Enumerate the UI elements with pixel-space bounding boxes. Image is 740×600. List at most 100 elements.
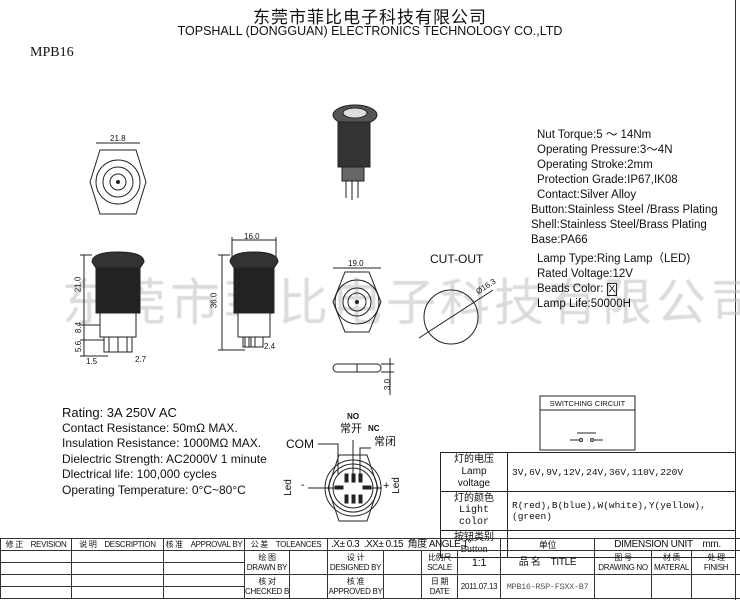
pin-com-label: COM <box>286 437 314 451</box>
label-en: DATE <box>429 586 450 596</box>
finish-value <box>691 574 740 599</box>
approval-cell <box>163 586 245 599</box>
revision-cell <box>0 586 72 599</box>
plus-sign: + <box>383 480 390 492</box>
cutout-label: CUT-OUT <box>430 252 484 266</box>
spec-lamp-type: Lamp Type:Ring Lamp（LED) <box>537 253 691 265</box>
spec-base: Base:PA66 <box>531 234 588 246</box>
description-cell <box>71 550 164 563</box>
beads-color-box: X <box>606 283 618 296</box>
electrical-life: Dlectrical life: 100,000 cycles <box>62 467 217 481</box>
product-render <box>332 104 378 200</box>
title-value: MPB16-R5P-FSXX-B7 <box>500 574 596 599</box>
led-minus-label: Led <box>282 479 294 496</box>
xx-tolerance: .XX± 0.15 <box>363 538 404 550</box>
label-cn: 材 质 <box>662 552 681 562</box>
label-cn: 灯的电压 <box>454 454 494 465</box>
label-cn: 核 准 <box>346 576 365 586</box>
label-cn: 处 理 <box>707 552 725 562</box>
label-cn: 灯的颜色 <box>454 493 494 504</box>
spec-protection-grade: Protection Grade:IP67,IK08 <box>537 174 678 186</box>
label-en: TITLE <box>550 556 577 568</box>
tolerances-header: 公 差 TOLEANCES <box>243 538 329 551</box>
drawn-by-value <box>288 550 329 575</box>
designed-by-value <box>383 550 423 575</box>
label-en: APPROVED BY <box>328 586 383 596</box>
material-value <box>651 574 693 599</box>
label-cn: 按钮类别 <box>454 532 494 543</box>
dim-body-width: 16.0 <box>244 232 260 241</box>
side-view <box>80 251 145 357</box>
dielectric-strength: Dielectric Strength: AC2000V 1 minute <box>62 451 267 466</box>
label-cn: 图 号 <box>614 552 632 562</box>
rating: Rating: 3A 250V AC <box>62 405 177 420</box>
description-header: 说 明 DESCRIPTION <box>71 538 164 551</box>
pin-no-label: NO <box>347 412 359 421</box>
cutout-circle <box>418 289 494 345</box>
dim-pin-length: 5.6 <box>74 340 84 353</box>
dim-top-width: 21.8 <box>110 134 126 143</box>
spec-contact: Contact:Silver Alloy <box>537 189 637 201</box>
revision-header: 修 正 REVISION <box>0 538 72 551</box>
checked-by-value <box>288 574 329 599</box>
description-cell <box>71 574 164 587</box>
insulation-resistance: Insulation Resistance: 1000MΩ MAX. <box>62 436 262 450</box>
spec-beads-color: Beads Color: X <box>537 282 718 297</box>
lamp-voltage-value: 3V,6V,9V,12V,24V,36V,110V,220V <box>507 452 736 492</box>
minus-sign: - <box>301 479 305 491</box>
contact-resistance: Contact Resistance: 50mΩ MAX. <box>62 420 238 435</box>
label-en: DRAWING NO <box>598 562 648 572</box>
label-cn: 绘 图 <box>258 552 276 562</box>
company-name-cn: 东莞市菲比电子科技有限公司 <box>253 8 487 28</box>
dim-pin-offset: 2.7 <box>135 355 147 364</box>
label-en: DRAWN BY <box>246 562 288 572</box>
spec-lamp-life: Lamp Life:50000H <box>537 298 631 310</box>
description-cell <box>71 562 164 575</box>
dim-pin-height: 8.4 <box>74 321 84 334</box>
nut-view <box>332 267 394 395</box>
pin-layout <box>308 440 382 522</box>
label-cn: 核 对 <box>258 576 276 586</box>
label-en: DESIGNED BY <box>329 562 382 572</box>
company-name-en: TOPSHALL (DONGGUAN) ELECTRONICS TECHNOLO… <box>177 24 563 38</box>
approval-cell <box>163 550 245 563</box>
spec-list: Nut Torque:5 ～ 14Nm Operating Pressure:3… <box>531 128 718 312</box>
label-en: SCALE <box>427 562 452 572</box>
dim-nut-thickness: 3.0 <box>383 378 393 391</box>
drawing-no-value <box>594 574 653 599</box>
label-cn: 设 计 <box>346 552 365 562</box>
spec-rated-voltage: Rated Voltage:12V <box>537 268 633 280</box>
scale-value: 1:1 <box>457 550 502 575</box>
approval-cell <box>163 562 245 575</box>
label-en: CHECKED BY <box>245 586 290 596</box>
label-cn: 比例尺 <box>427 552 452 562</box>
tolerance-values: .X± 0.3 .XX± 0.15 角度 ANGLE 1° <box>327 538 502 551</box>
switching-circuit-diagram <box>539 395 636 451</box>
title-block: 修 正 REVISION 说 明 DESCRIPTION 核 准 APPROVA… <box>0 538 740 599</box>
label-cn: 日 期 <box>430 576 449 586</box>
dim-tab-pitch: 2.4 <box>264 342 276 351</box>
model-number: MPB16 <box>30 45 74 60</box>
label-en: FINISH <box>703 562 729 572</box>
dimension-unit: DIMENSION UNIT mm. <box>594 538 740 551</box>
ratings-list: Rating: 3A 250V AC Contact Resistance: 5… <box>62 405 267 498</box>
revision-cell <box>0 550 72 563</box>
spec-button: Button:Stainless Steel /Brass Plating <box>531 204 718 216</box>
revision-cell <box>0 562 72 575</box>
pin-no-cn: 常开 <box>340 423 362 435</box>
approved-by-value <box>383 574 423 599</box>
beads-color-label: Beads Color: <box>537 283 604 295</box>
label-en: MATERAL <box>653 562 690 572</box>
operating-temperature: Operating Temperature: 0°C~80°C <box>62 482 246 497</box>
